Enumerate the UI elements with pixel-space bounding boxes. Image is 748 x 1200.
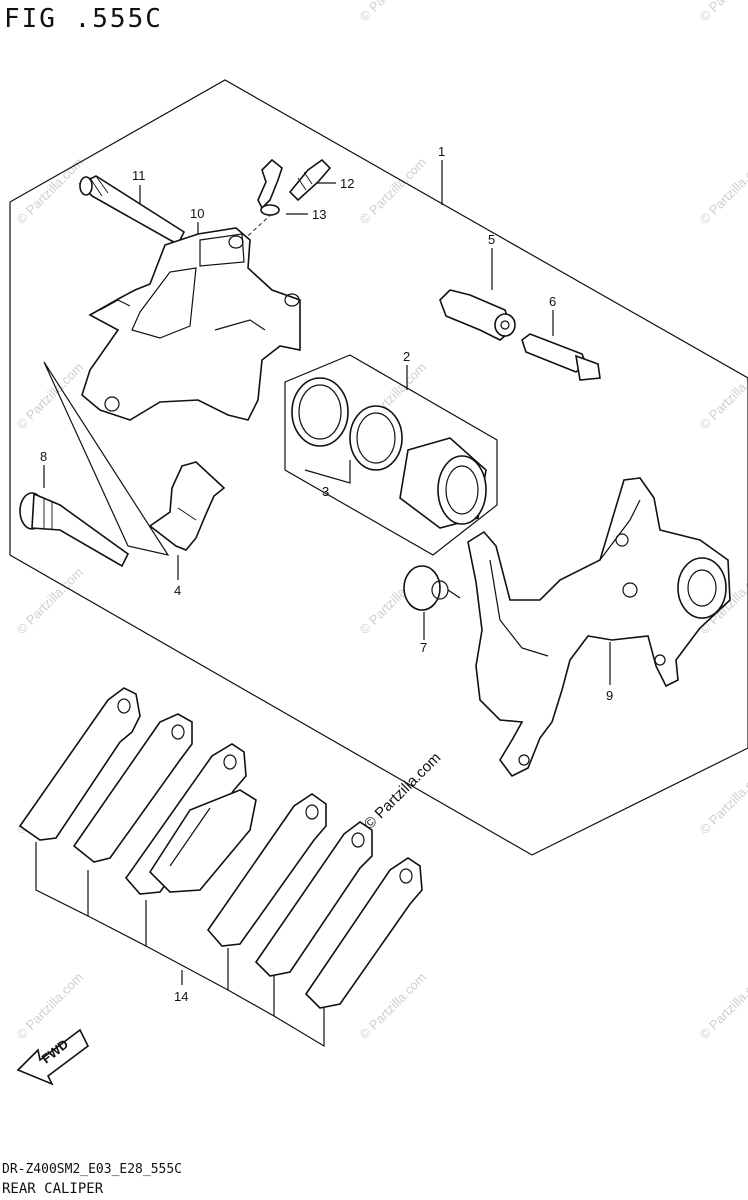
figure-title: FIG .555C: [4, 4, 163, 34]
callout-7: 7: [420, 640, 427, 655]
watermark: © Partz: [357, 0, 398, 24]
callout-labels: 1 2 3 4 5 6 7 8 9 10 11 12 13 14: [40, 144, 613, 1004]
part-4-spring: [148, 461, 226, 551]
callout-8: 8: [40, 449, 47, 464]
part-7-boot: [403, 565, 461, 611]
watermark: © Partzilla.com: [357, 970, 430, 1043]
footer-name: REAR CALIPER: [2, 1181, 104, 1197]
watermark: © Partz: [697, 0, 738, 24]
callout-12: 12: [340, 176, 354, 191]
watermark-center: © Partzilla.com: [361, 749, 444, 832]
part-13-cap: [257, 158, 283, 216]
callout-3: 3: [322, 484, 329, 499]
part-5-boot: [439, 289, 516, 341]
pin-box: [43, 361, 170, 556]
part-2-3-piston-seals: [291, 377, 487, 529]
watermark: © Partzilla.com: [357, 155, 430, 228]
callout-10: 10: [190, 206, 204, 221]
leader-lines: [43, 160, 611, 985]
part-11-pin: [78, 175, 186, 246]
seal-bracket: [304, 460, 351, 484]
part-14-pads: [18, 687, 423, 1048]
watermark: © Partzilla.com: [14, 970, 87, 1043]
callout-6: 6: [549, 294, 556, 309]
seal-kit-box: [284, 354, 498, 556]
fwd-arrow: FWD: [16, 1028, 90, 1086]
callout-13: 13: [312, 207, 326, 222]
part-12-bleeder: [288, 158, 332, 202]
caliper-body: [81, 227, 301, 421]
watermark: © Partzilla.com: [14, 565, 87, 638]
watermark: © Partzilla.com: [697, 765, 748, 838]
callout-14: 14: [174, 989, 188, 1004]
part-9-bracket: [467, 477, 731, 778]
callout-2: 2: [403, 349, 410, 364]
watermark: © Partzilla.com: [697, 155, 748, 228]
callout-9: 9: [606, 688, 613, 703]
callout-11: 11: [132, 168, 146, 183]
assembly-outline: [9, 79, 748, 856]
callout-1: 1: [438, 144, 445, 159]
footer-code: DR-Z400SM2_E03_E28_555C: [2, 1162, 183, 1177]
part-6-pin: [521, 333, 601, 381]
watermark: © Partzilla.com: [697, 970, 748, 1043]
callout-5: 5: [488, 232, 495, 247]
watermark: © Partzilla.com: [697, 360, 748, 433]
callout-4: 4: [174, 583, 181, 598]
part-8-pin: [19, 492, 130, 568]
